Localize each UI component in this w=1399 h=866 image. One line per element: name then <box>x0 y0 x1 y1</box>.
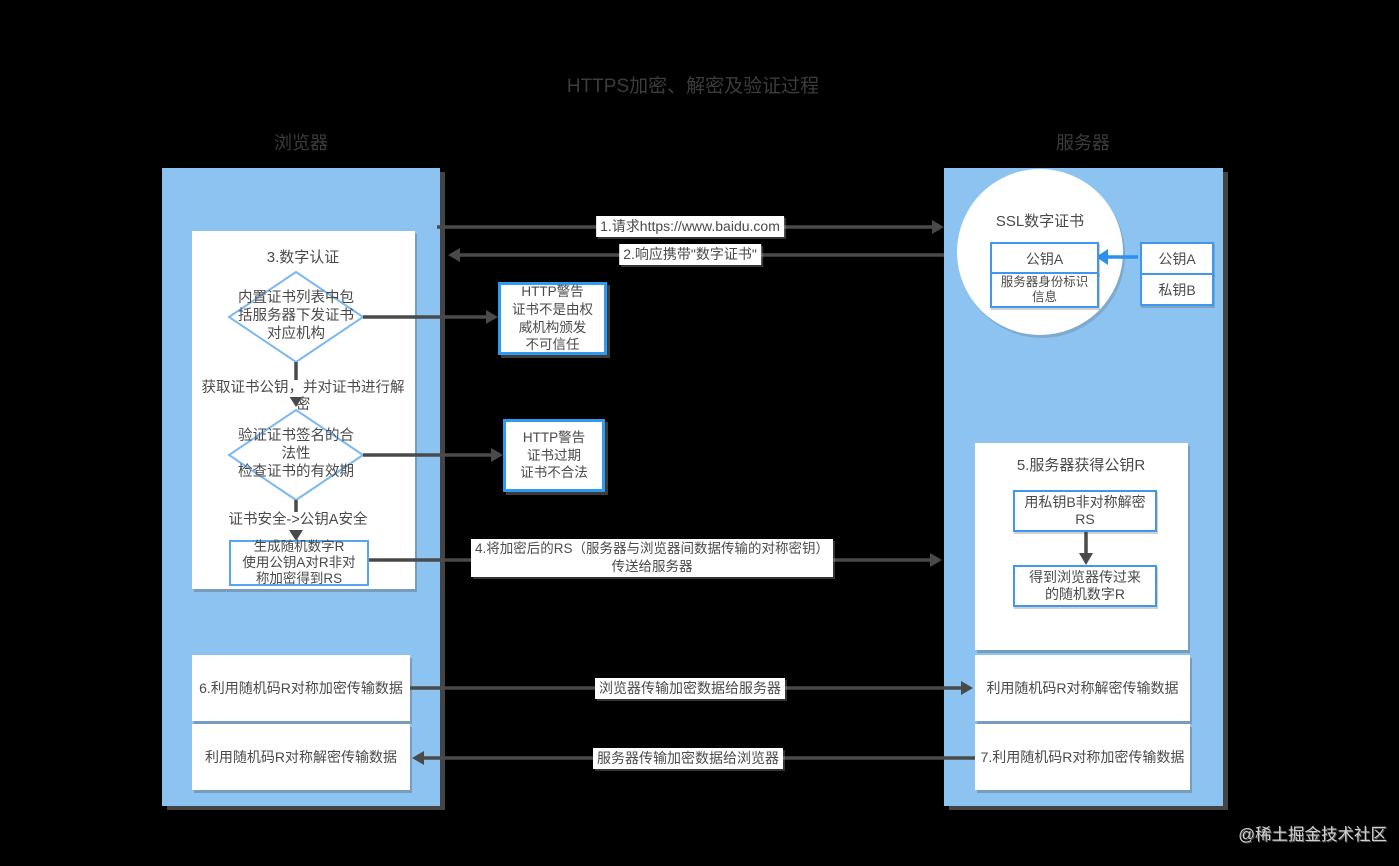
private-key-b-box: 私钥B <box>1140 273 1214 306</box>
decrypt-rs-box: 用私钥B非对称解密 RS <box>1013 490 1157 532</box>
public-key-a-outer-box: 公钥A <box>1140 242 1214 275</box>
gen-random-box: 生成随机数字R 使用公钥A对R非对 称加密得到RS <box>229 539 369 586</box>
browser-column-header: 浏览器 <box>274 133 328 153</box>
browser-encrypt-box: 6.利用随机码R对称加密传输数据 <box>192 655 410 721</box>
digital-auth-title: 3.数字认证 <box>266 249 340 266</box>
warning-not-trusted-box: HTTP警告 证书不是由权 威机构颁发 不可信任 <box>498 282 607 355</box>
msg-browser-send-label: 浏览器传输加密数据给服务器 <box>595 678 785 699</box>
server-obtain-title: 5.服务器获得公钥R <box>1016 457 1146 474</box>
got-random-r-box: 得到浏览器传过来 的随机数字R <box>1013 565 1157 607</box>
warning-expired-box: HTTP警告 证书过期 证书不合法 <box>503 419 605 492</box>
step-cert-safe-label: 证书安全->公钥A安全 <box>226 512 370 529</box>
server-obtain-box <box>975 443 1188 650</box>
diamond-ca-label: 内置证书列表中包 括服务器下发证书 对应机构 <box>238 290 354 342</box>
server-column-header: 服务器 <box>1056 133 1110 153</box>
watermark: @稀土掘金技术社区 <box>1238 826 1387 844</box>
page-title: HTTPS加密、解密及验证过程 <box>566 76 820 97</box>
browser-decrypt-box: 利用随机码R对称解密传输数据 <box>192 724 410 790</box>
msg-send-rs-label: 4.将加密后的RS（服务器与浏览器间数据传输的对称密钥） 传送给服务器 <box>470 539 834 578</box>
msg-response-label: 2.响应携带"数字证书" <box>619 244 761 265</box>
server-encrypt-box: 7.利用随机码R对称加密传输数据 <box>975 724 1190 790</box>
server-decrypt-box: 利用随机码R对称解密传输数据 <box>975 655 1190 721</box>
ssl-cert-title: SSL数字证书 <box>995 213 1085 230</box>
diamond-verify-label: 验证证书签名的合 法性 检查证书的有效期 <box>238 428 354 480</box>
step-get-key-label: 获取证书公钥，并对证书进行解密 <box>196 380 410 413</box>
public-key-a-inner-box: 公钥A <box>990 242 1099 275</box>
msg-server-send-label: 服务器传输加密数据给浏览器 <box>593 748 783 769</box>
msg-request-label: 1.请求https://www.baidu.com <box>596 216 784 237</box>
server-identity-box: 服务器身份标识 信息 <box>990 272 1099 308</box>
